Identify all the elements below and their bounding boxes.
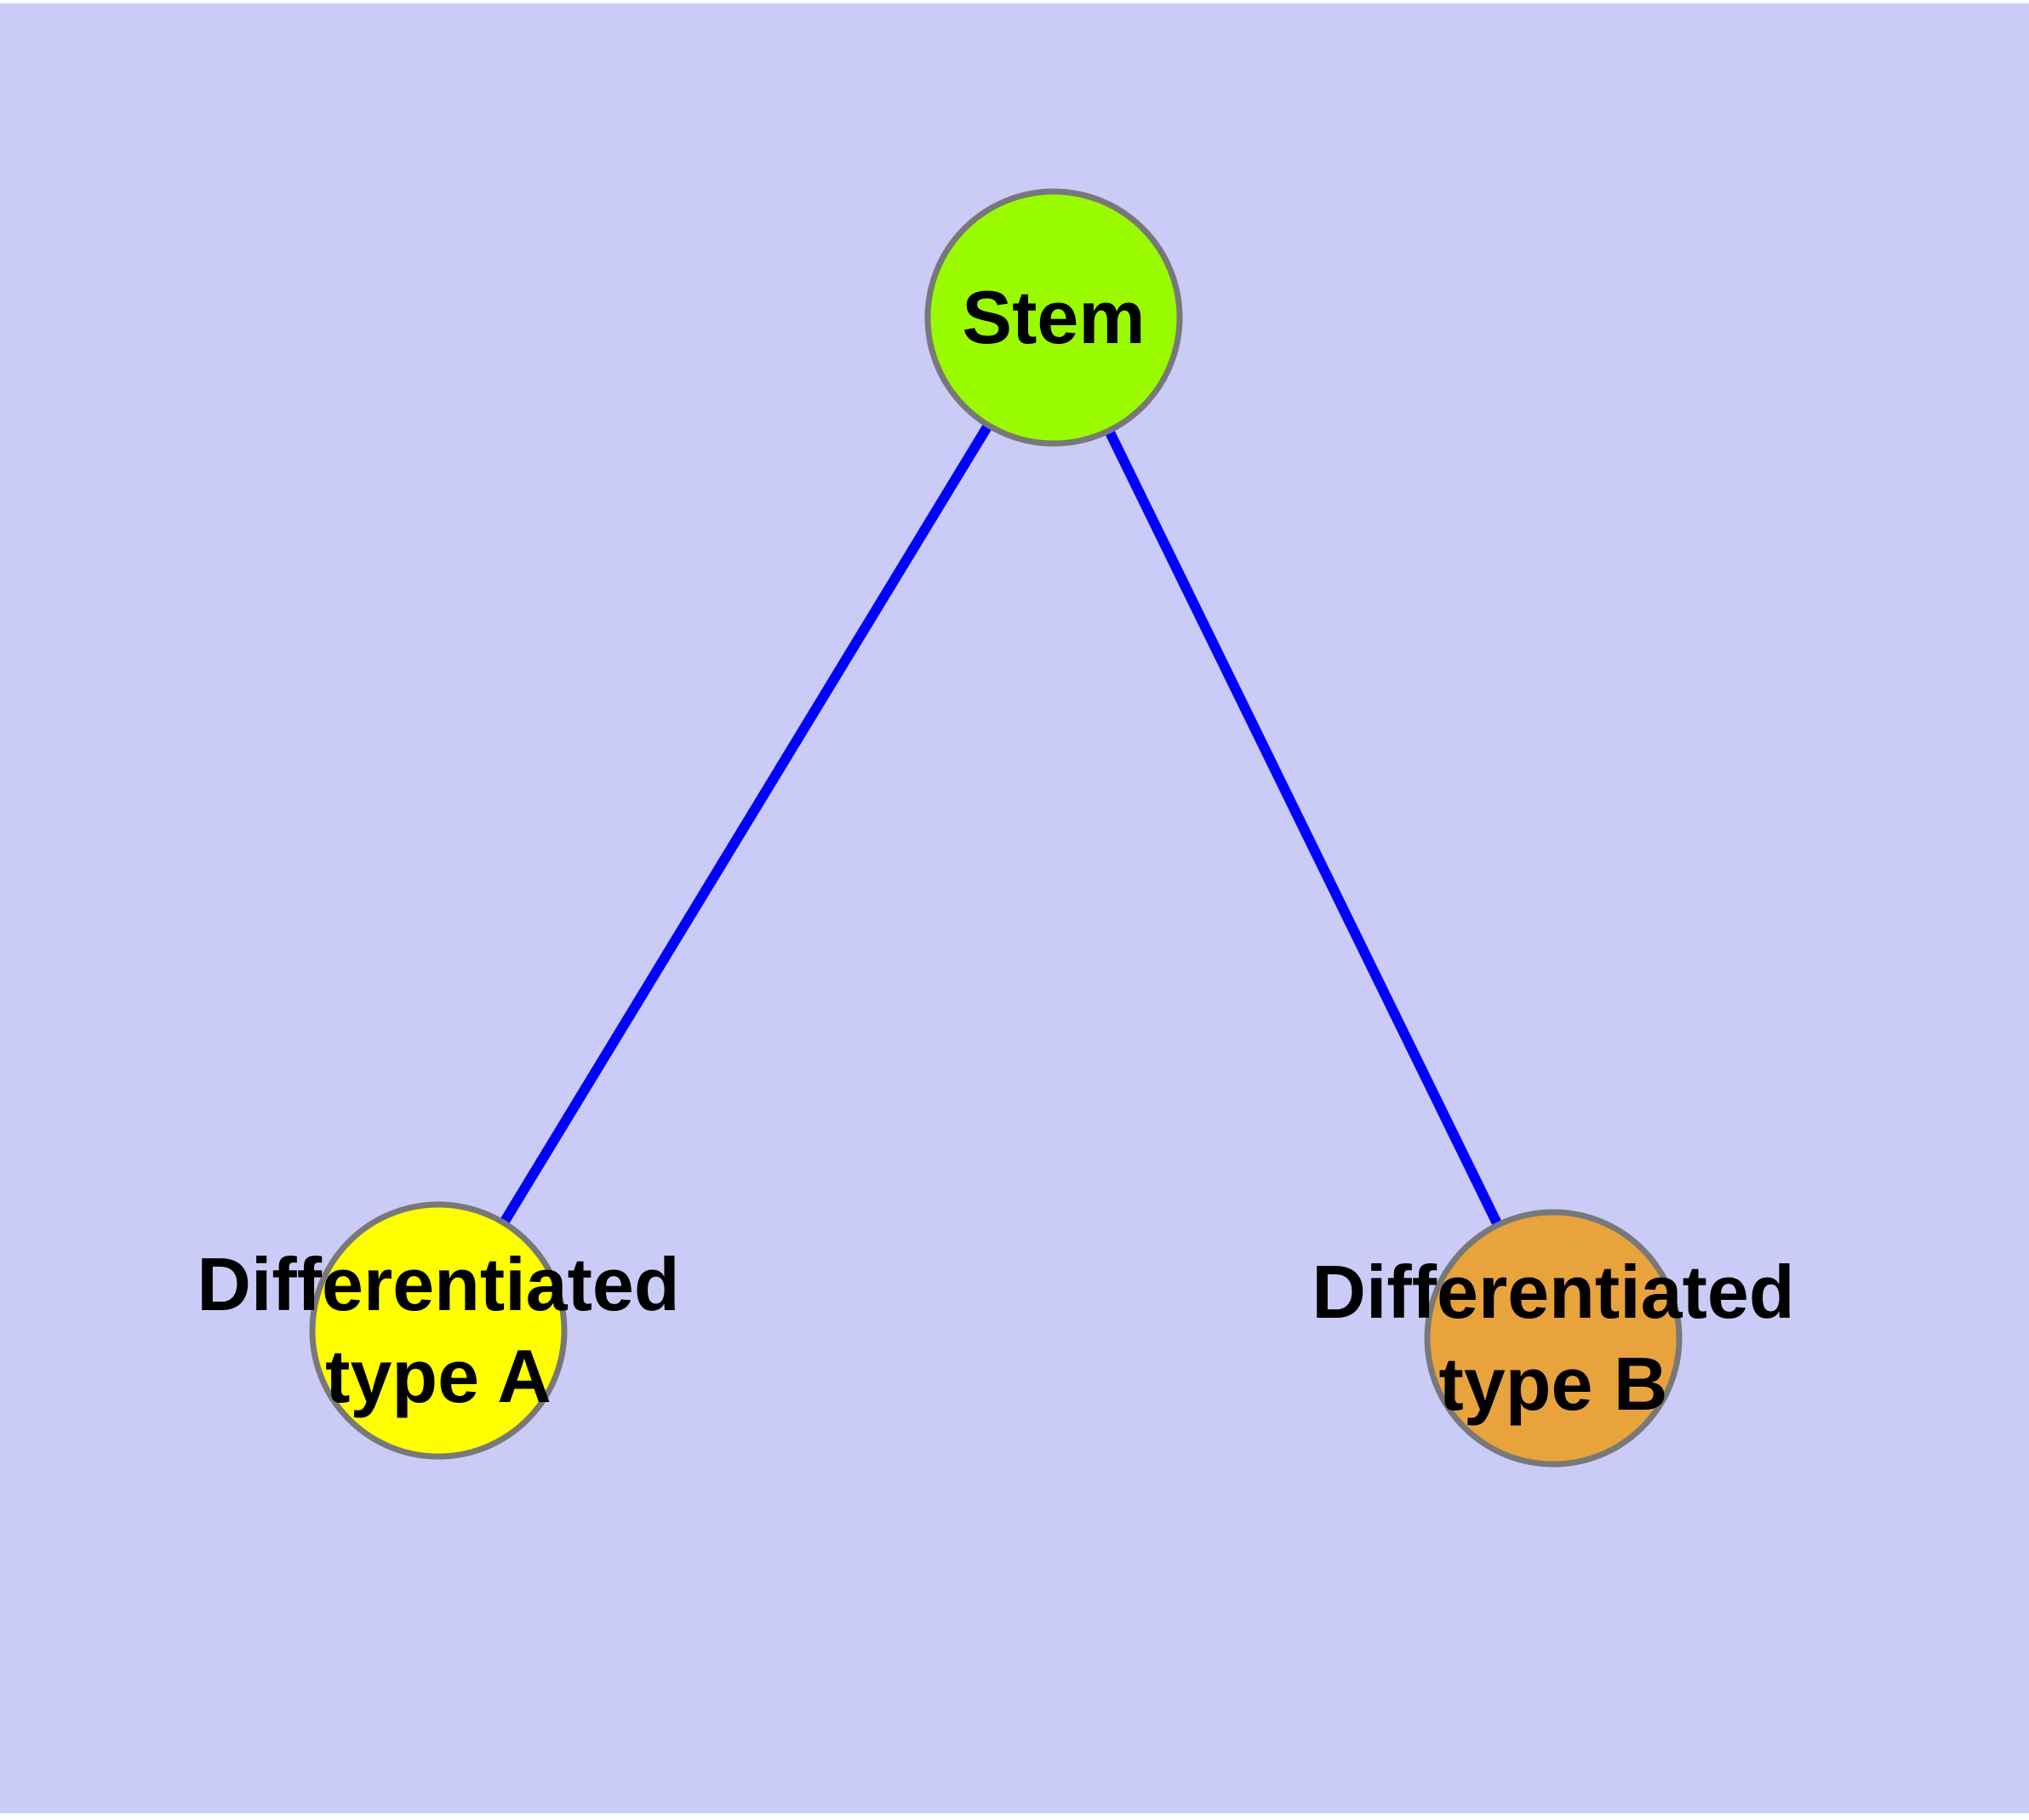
node-differentiated-type-b	[1424, 1209, 1683, 1468]
edge-stem-to-type-a	[433, 314, 1059, 1334]
node-stem	[924, 188, 1183, 447]
node-differentiated-type-a	[309, 1201, 568, 1460]
edge-stem-to-type-b	[1049, 315, 1558, 1341]
